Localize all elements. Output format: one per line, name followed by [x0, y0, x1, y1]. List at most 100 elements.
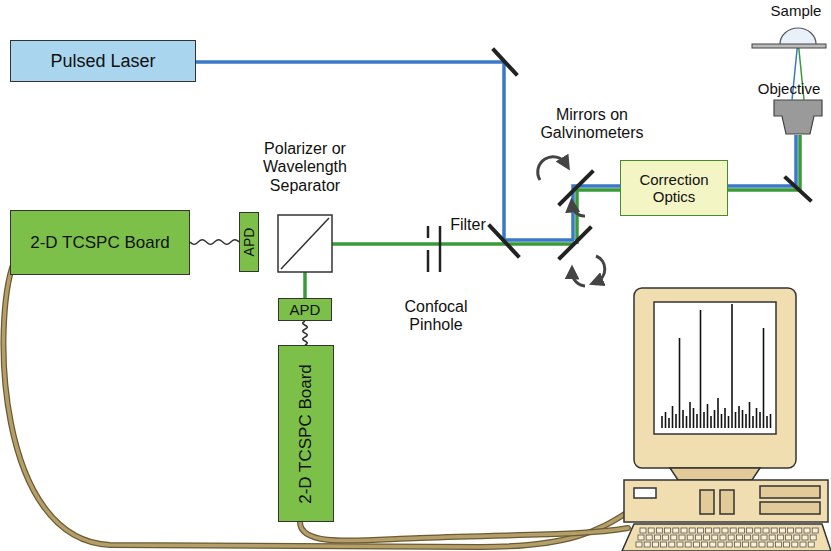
key [808, 542, 814, 547]
part-label: Sample [766, 2, 826, 19]
key [679, 535, 685, 540]
key [779, 528, 785, 533]
optics-box: Correction Optics [620, 160, 728, 216]
key [644, 542, 650, 547]
key [669, 542, 675, 547]
key [640, 528, 646, 533]
key [747, 528, 753, 533]
key [722, 528, 728, 533]
key [697, 528, 703, 533]
histogram-bar [724, 408, 726, 428]
histogram-bar [710, 416, 712, 428]
histogram-bar [707, 404, 709, 428]
part-label: Filter [443, 216, 493, 234]
histogram-bar [756, 408, 758, 428]
key [712, 535, 718, 540]
part-label: Mirrors on Galvinometers [530, 106, 654, 143]
key [728, 535, 734, 540]
histogram-bar [689, 402, 691, 428]
key [654, 535, 660, 540]
key [802, 535, 808, 540]
histogram-bar [742, 410, 744, 428]
key [661, 542, 667, 547]
key [687, 535, 693, 540]
key [718, 542, 724, 547]
histogram-bar [696, 414, 698, 428]
key [751, 542, 757, 547]
key [685, 542, 691, 547]
histogram-bar [745, 414, 747, 428]
key [763, 528, 769, 533]
node-text: APD [241, 228, 257, 257]
key [736, 535, 742, 540]
key [786, 535, 792, 540]
signal-cable [190, 240, 239, 245]
histogram-bar [763, 328, 765, 428]
histogram-bar [738, 406, 740, 428]
key [681, 528, 687, 533]
key [755, 528, 761, 533]
laser-box: Pulsed Laser [10, 40, 196, 82]
polarizer-cube [278, 215, 332, 272]
cables [3, 262, 628, 547]
apd-detector: APD [278, 298, 332, 321]
histogram-bar [731, 304, 733, 428]
histogram-bar [668, 418, 670, 428]
key [745, 535, 751, 540]
tcspc-board: 2-D TCSPC Board [278, 345, 334, 522]
key [767, 542, 773, 547]
histogram-bar [679, 338, 681, 428]
key [636, 542, 642, 547]
key [794, 535, 800, 540]
key [665, 528, 671, 533]
rotation-arrows [538, 157, 605, 286]
key [800, 542, 806, 547]
histogram-bar [735, 412, 737, 428]
key [730, 528, 736, 533]
key [671, 535, 677, 540]
node-text: 2-D TCSPC Board [30, 233, 170, 253]
histogram-bar [749, 402, 751, 428]
key [704, 535, 710, 540]
node-text: Correction Optics [621, 171, 727, 206]
histogram-bar [675, 414, 677, 428]
signal-cable [303, 321, 308, 345]
node-text: APD [290, 301, 321, 318]
key [693, 542, 699, 547]
histogram-bar [703, 412, 705, 428]
key [652, 542, 658, 547]
node-text: 2-D TCSPC Board [296, 364, 316, 504]
histogram-bar [693, 408, 695, 428]
key [734, 542, 740, 547]
key [769, 535, 775, 540]
histogram-bar [770, 414, 772, 428]
key [743, 542, 749, 547]
key [726, 542, 732, 547]
key [646, 535, 652, 540]
key [761, 535, 767, 540]
key [677, 542, 683, 547]
key [775, 542, 781, 547]
histogram-bar [665, 412, 667, 428]
histogram-bar [728, 416, 730, 428]
detection-beam [305, 135, 800, 298]
key [720, 535, 726, 540]
key [702, 542, 708, 547]
key [663, 535, 669, 540]
key [759, 542, 765, 547]
key [673, 528, 679, 533]
histogram-bar [700, 310, 702, 428]
key [788, 528, 794, 533]
histogram-bar [721, 414, 723, 428]
histogram-bar [682, 410, 684, 428]
histogram-bar [714, 410, 716, 428]
sample-dish [752, 28, 826, 48]
key [812, 528, 818, 533]
key [648, 528, 654, 533]
key [710, 542, 716, 547]
key [784, 542, 790, 547]
key [804, 528, 810, 533]
